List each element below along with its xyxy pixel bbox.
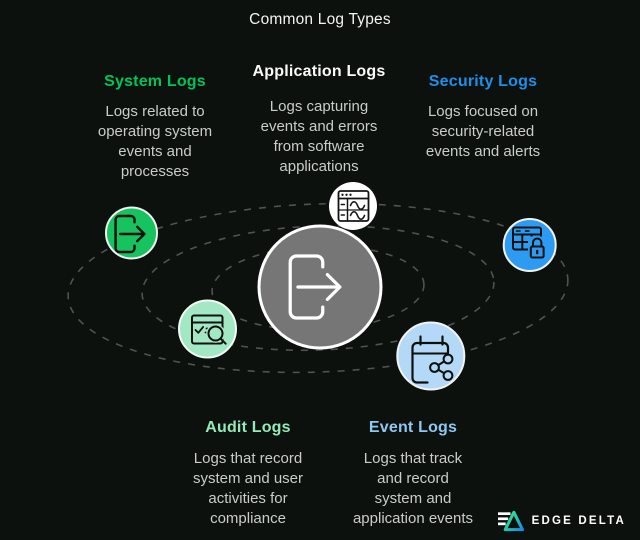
brand-logo: EDGE DELTA [496, 508, 626, 533]
application-logs-heading: Application Logs [252, 63, 386, 80]
application-logs-description: Logs capturing events and errors from so… [260, 98, 378, 175]
audit-logs-heading: Audit Logs [205, 419, 291, 436]
central-log-export-icon [257, 224, 383, 350]
security-logs-description: Logs focused on security-related events … [425, 103, 541, 160]
column-event-logs: Event Logs Logs that track and record sy… [333, 418, 493, 529]
event-logs-icon [396, 321, 466, 391]
system-logs-description: Logs related to operating system events … [97, 103, 213, 180]
event-logs-heading: Event Logs [368, 419, 458, 436]
system-logs-heading: System Logs [104, 73, 206, 90]
event-logs-description: Logs that track and record system and ap… [352, 450, 474, 527]
system-logs-icon [105, 206, 158, 260]
edge-delta-logo-mark [497, 510, 524, 532]
column-system-logs: System Logs Logs related to operating sy… [75, 72, 235, 182]
security-logs-heading: Security Logs [428, 73, 538, 90]
column-application-logs: Application Logs Logs capturing events a… [239, 62, 399, 177]
brand-name: EDGE DELTA [531, 514, 626, 527]
audit-logs-description: Logs that record system and user activit… [192, 450, 304, 527]
column-security-logs: Security Logs Logs focused on security-r… [403, 72, 563, 162]
column-audit-logs: Audit Logs Logs that record system and u… [168, 418, 328, 529]
audit-logs-icon [178, 299, 237, 359]
security-logs-icon [502, 218, 557, 272]
application-logs-icon [329, 182, 377, 230]
page-title: Common Log Types [249, 11, 391, 28]
